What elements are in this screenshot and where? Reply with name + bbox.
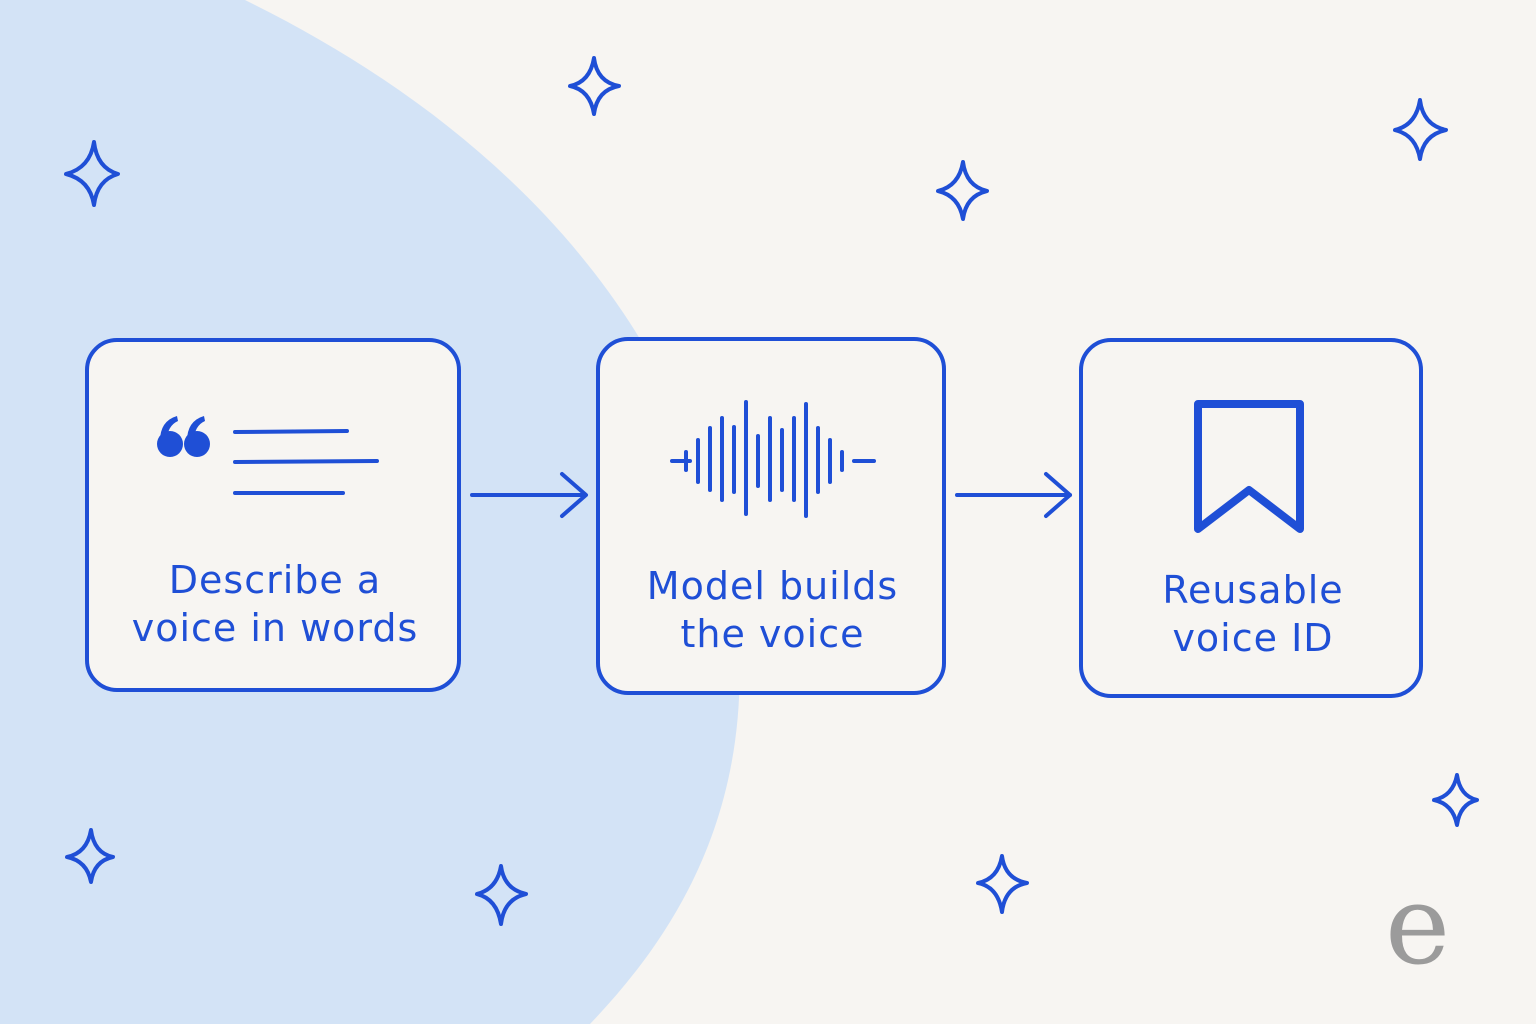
step-box-describe (85, 338, 461, 692)
sparkle-icon (936, 160, 989, 221)
waveform-icon (670, 400, 876, 518)
sparkle-icon (475, 864, 528, 926)
step-box-model (596, 337, 946, 695)
sparkle-icon (1432, 773, 1479, 827)
sparkle-icon (65, 828, 115, 884)
step-label-line: voice in words (131, 606, 419, 650)
arrow-right-icon (955, 472, 1072, 518)
sparkle-icon (1393, 98, 1448, 161)
step-label-describe: Describe a voice in words (95, 556, 455, 652)
step-label-line: the voice (680, 612, 865, 656)
step-box-voice-id (1079, 338, 1423, 698)
step-label-line: Reusable (1162, 568, 1344, 612)
sparkle-icon (568, 56, 621, 116)
watermark-logo: e (1385, 861, 1451, 989)
step-label-voice-id: Reusable voice ID (1083, 566, 1423, 662)
quote-icon (157, 416, 210, 457)
bookmark-icon (1194, 400, 1304, 533)
text-lines-icon (233, 429, 379, 495)
step-label-line: voice ID (1172, 616, 1334, 660)
step-label-model: Model builds the voice (600, 562, 945, 658)
arrow-right-icon (470, 472, 588, 518)
step-label-line: Model builds (646, 564, 899, 608)
sparkle-icon (64, 140, 120, 207)
sparkle-icon (976, 854, 1029, 914)
step-label-line: Describe a (168, 558, 382, 602)
